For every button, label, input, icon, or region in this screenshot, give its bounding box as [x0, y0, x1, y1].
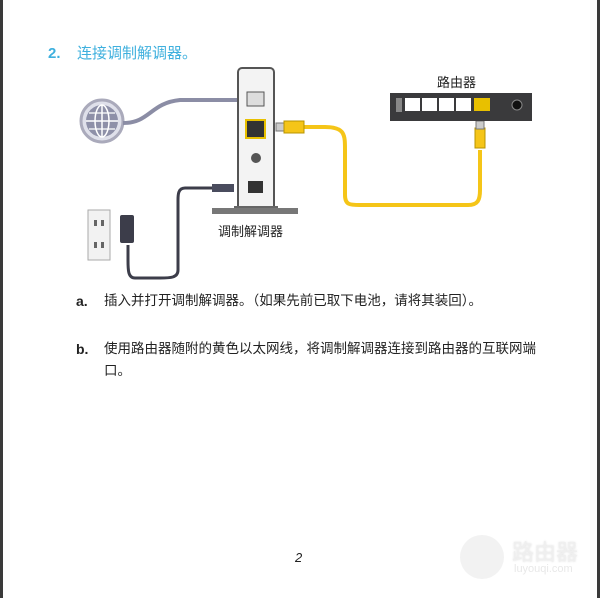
- internet-globe-icon: [79, 98, 125, 144]
- item-text: 插入并打开调制解调器。（如果先前已取下电池，请将其装回）。: [104, 293, 482, 309]
- page-number: 2: [295, 550, 303, 565]
- instruction-b: b. 使用路由器随附的黄色以太网线，将调制解调器连接到路由器的互联网端口。: [76, 338, 546, 382]
- router-icon: [460, 535, 504, 579]
- watermark-name: 路由器: [512, 541, 579, 566]
- modem-label: 调制解调器: [218, 225, 284, 240]
- wall-outlet-icon: [87, 209, 111, 261]
- power-plug: [212, 184, 234, 192]
- router-device: [390, 93, 532, 121]
- power-adapter: [120, 215, 134, 243]
- coax-cable: [122, 98, 255, 125]
- watermark-url: luyouqi.com: [514, 563, 573, 575]
- item-marker: b.: [76, 341, 89, 357]
- step-title: 连接调制解调器。: [77, 44, 198, 62]
- connection-diagram: [79, 67, 532, 280]
- page-border-left: [0, 0, 3, 598]
- instruction-a: a. 插入并打开调制解调器。（如果先前已取下电池，请将其装回）。: [76, 290, 546, 312]
- ethernet-cable: [287, 125, 482, 207]
- router-label: 路由器: [437, 76, 477, 91]
- item-text: 使用路由器随附的黄色以太网线，将调制解调器连接到路由器的互联网端口。: [104, 341, 536, 379]
- step-number: 2.: [48, 45, 61, 62]
- watermark-logo: 路由器 luyouqi.com: [458, 533, 588, 583]
- modem-device: [212, 67, 298, 214]
- step-heading: 2. 连接调制解调器。: [48, 42, 197, 63]
- item-marker: a.: [76, 293, 88, 309]
- power-cable: [126, 186, 228, 280]
- page-border-right: [597, 0, 600, 598]
